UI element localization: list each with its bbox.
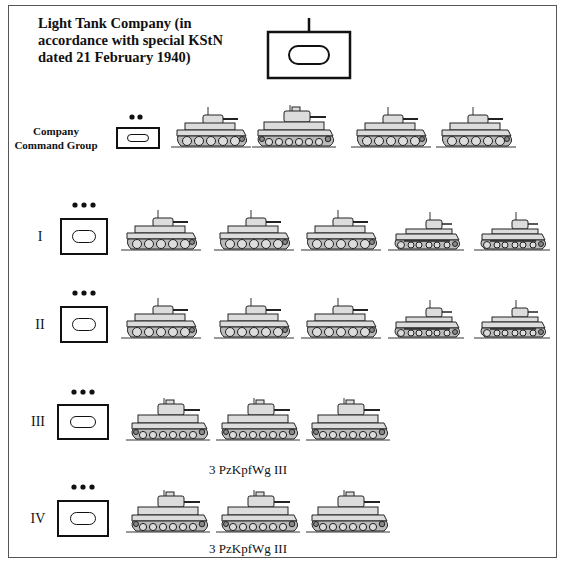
unit-symbol: II [60, 306, 108, 343]
tank-silhouettes [121, 105, 550, 532]
armour-oval [70, 416, 97, 429]
unit-symbol: Company Command Group [116, 127, 160, 149]
armour-oval [72, 230, 97, 243]
unit-label: IV [26, 511, 50, 527]
unit-symbol: I [60, 218, 108, 255]
strength-note: 3 PzKpfWg III [168, 541, 328, 557]
unit-label: I [28, 229, 52, 245]
armour-oval [127, 134, 149, 141]
unit-label: II [28, 317, 52, 333]
unit-symbol: III [57, 404, 109, 440]
armour-oval [72, 318, 97, 331]
unit-label: Company Command Group [14, 124, 98, 152]
diagram-title: Light Tank Company (in accordance with s… [38, 15, 260, 66]
strength-note: 3 PzKpfWg III [168, 462, 328, 478]
armour-oval [70, 512, 97, 525]
frame [9, 6, 557, 558]
unit-label: III [26, 414, 50, 430]
company-symbol [268, 18, 350, 78]
unit-symbol: IV [57, 500, 109, 537]
